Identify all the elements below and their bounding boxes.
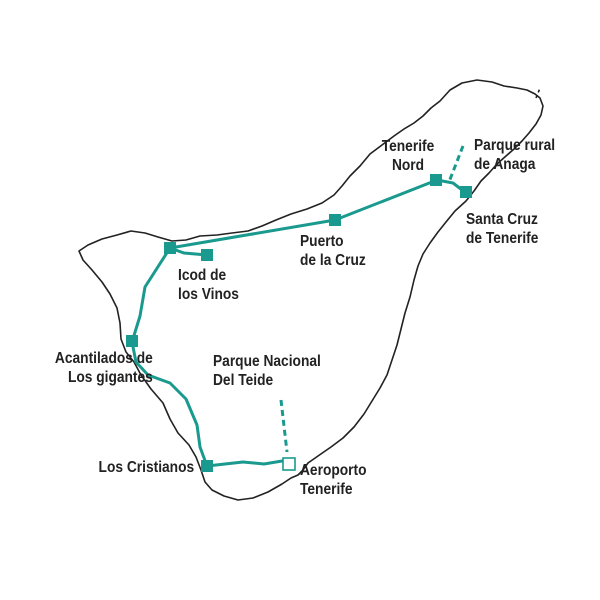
island-tip xyxy=(535,87,541,99)
marker-tenerife-nord xyxy=(430,174,442,186)
route-line xyxy=(130,178,468,468)
marker-icod-junction xyxy=(164,242,176,254)
marker-los-cristianos xyxy=(201,460,213,472)
label-icod-de-los-vinos: Icod de los Vinos xyxy=(178,267,239,303)
marker-puerto-de-la-cruz xyxy=(329,214,341,226)
marker-los-gigantes xyxy=(126,335,138,347)
marker-icod-de-los-vinos xyxy=(201,249,213,261)
marker-aeroporto xyxy=(282,457,296,471)
connector-anaga xyxy=(447,145,465,183)
label-puerto-de-la-cruz: Puerto de la Cruz xyxy=(300,233,366,269)
label-parque-rural-anaga: Parque rural de Anaga xyxy=(474,137,556,173)
label-santa-cruz: Santa Cruz de Tenerife xyxy=(466,211,539,247)
connector-teide xyxy=(279,399,289,453)
label-parque-nacional-teide: Parque Nacional Del Teide xyxy=(213,353,321,389)
label-los-cristianos: Los Cristianos xyxy=(98,459,194,476)
label-los-gigantes: Acantilados de Los gigantes xyxy=(55,350,153,386)
marker-santa-cruz xyxy=(460,186,472,198)
island-coastline xyxy=(78,79,544,501)
label-aeroporto-tenerife: Aeroporto Tenerife xyxy=(300,462,367,498)
label-tenerife-nord: Tenerife Nord xyxy=(381,138,435,174)
